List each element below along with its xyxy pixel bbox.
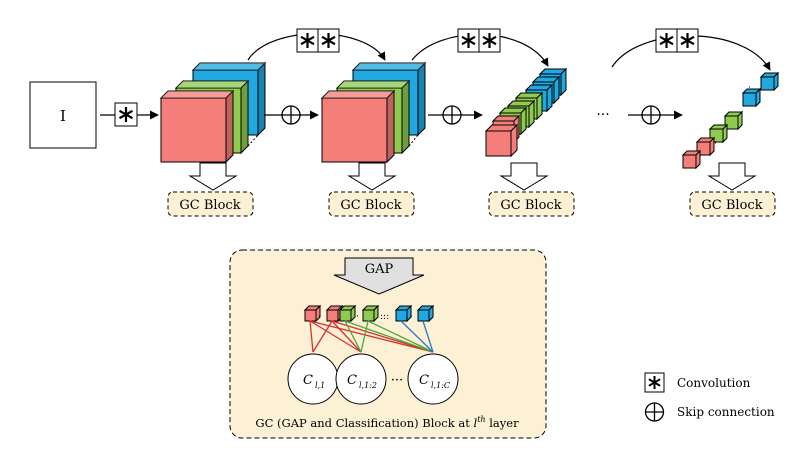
classifier-sub: l,1:C bbox=[431, 381, 450, 390]
legend-convolution: Convolution bbox=[644, 372, 751, 393]
feature-map-red bbox=[320, 89, 396, 164]
down-arrow-icon bbox=[347, 162, 397, 191]
input-label: I bbox=[60, 107, 66, 125]
double-convolution-icon bbox=[655, 28, 699, 53]
gap-label: GAP bbox=[365, 262, 394, 277]
classifier-connections bbox=[309, 320, 434, 353]
feature-stack-3 bbox=[484, 67, 568, 158]
classifier-node-3: C l,1:C bbox=[407, 353, 459, 405]
legend: Convolution Skip connection bbox=[644, 372, 775, 422]
gc-block-group-1: GC Block bbox=[167, 162, 254, 217]
gc-block-group-3: GC Block bbox=[488, 162, 575, 217]
legend-skip-label: Skip connection bbox=[677, 405, 775, 419]
feature-map-blue bbox=[741, 87, 762, 108]
classifier-main: C bbox=[347, 373, 357, 388]
classifier-main: C bbox=[303, 373, 313, 388]
svg-text:·: · bbox=[410, 312, 413, 322]
gc-block-box bbox=[328, 191, 415, 217]
gc-block-label: GC Block bbox=[179, 198, 240, 213]
feature-map-blue bbox=[759, 71, 780, 92]
stack-ellipsis: ··· bbox=[596, 107, 609, 123]
feature-stack-2 bbox=[320, 61, 427, 164]
pooled-cube-green bbox=[338, 304, 357, 323]
classifier-sub: l,1 bbox=[315, 381, 325, 390]
gc-block-group-4: GC Block bbox=[689, 162, 776, 217]
gap-arrow: GAP bbox=[333, 257, 425, 295]
pooled-cube-green bbox=[361, 304, 380, 323]
feature-stack-4: · · bbox=[681, 71, 780, 170]
gc-panel-caption: GC (GAP and Classification) Block at lth… bbox=[255, 411, 519, 430]
gc-block-detail-panel: GAP · · ::: · bbox=[229, 249, 547, 439]
classifier-main: C bbox=[419, 373, 429, 388]
skip-add-icon bbox=[644, 402, 665, 422]
classifier-ellipsis: ··· bbox=[391, 373, 403, 388]
gc-block-group-2: GC Block bbox=[328, 162, 415, 217]
pooled-cube-red bbox=[303, 304, 322, 323]
feature-map-red bbox=[484, 123, 519, 158]
classifier-sub: l,1:2 bbox=[359, 381, 377, 390]
classifier-node-1: C l,1 bbox=[287, 353, 339, 405]
gc-block-label: GC Block bbox=[701, 198, 762, 213]
skip-add-icon bbox=[281, 105, 301, 125]
pooled-cube-blue bbox=[394, 304, 413, 323]
skip-connection-1 bbox=[247, 28, 386, 61]
down-arrow-icon bbox=[707, 162, 757, 191]
gc-block-box bbox=[488, 191, 575, 217]
gc-block-label: GC Block bbox=[340, 198, 401, 213]
feature-stack-1: · bbox=[159, 61, 267, 164]
gc-block-box bbox=[167, 191, 254, 217]
legend-skip: Skip connection bbox=[644, 402, 775, 422]
classifier-node-2: C l,1:2 bbox=[335, 353, 387, 405]
svg-text:·: · bbox=[318, 312, 321, 322]
input-image-box: I bbox=[29, 81, 97, 149]
skip-connection-2 bbox=[411, 28, 549, 67]
double-convolution-icon bbox=[296, 28, 340, 53]
svg-text:·: · bbox=[714, 139, 717, 149]
svg-text::::: ::: bbox=[380, 312, 389, 322]
double-convolution-icon bbox=[457, 28, 501, 53]
feature-map-red bbox=[159, 89, 235, 164]
legend-convolution-label: Convolution bbox=[677, 376, 751, 390]
skip-add-icon bbox=[641, 105, 661, 125]
skip-connection-3 bbox=[611, 28, 771, 71]
gc-block-box bbox=[689, 191, 776, 217]
feature-map-red bbox=[681, 149, 702, 170]
input-convolution-icon bbox=[114, 102, 138, 127]
pooled-feature-vector: · · ::: · bbox=[303, 304, 435, 323]
skip-add-icon bbox=[442, 105, 462, 125]
svg-text:·: · bbox=[356, 312, 359, 322]
down-arrow-icon bbox=[499, 162, 549, 191]
pooled-cube-blue bbox=[416, 304, 435, 323]
gc-block-label: GC Block bbox=[500, 198, 561, 213]
svg-text:·: · bbox=[748, 83, 751, 93]
feature-map-green bbox=[723, 110, 744, 131]
down-arrow-icon bbox=[188, 162, 238, 191]
